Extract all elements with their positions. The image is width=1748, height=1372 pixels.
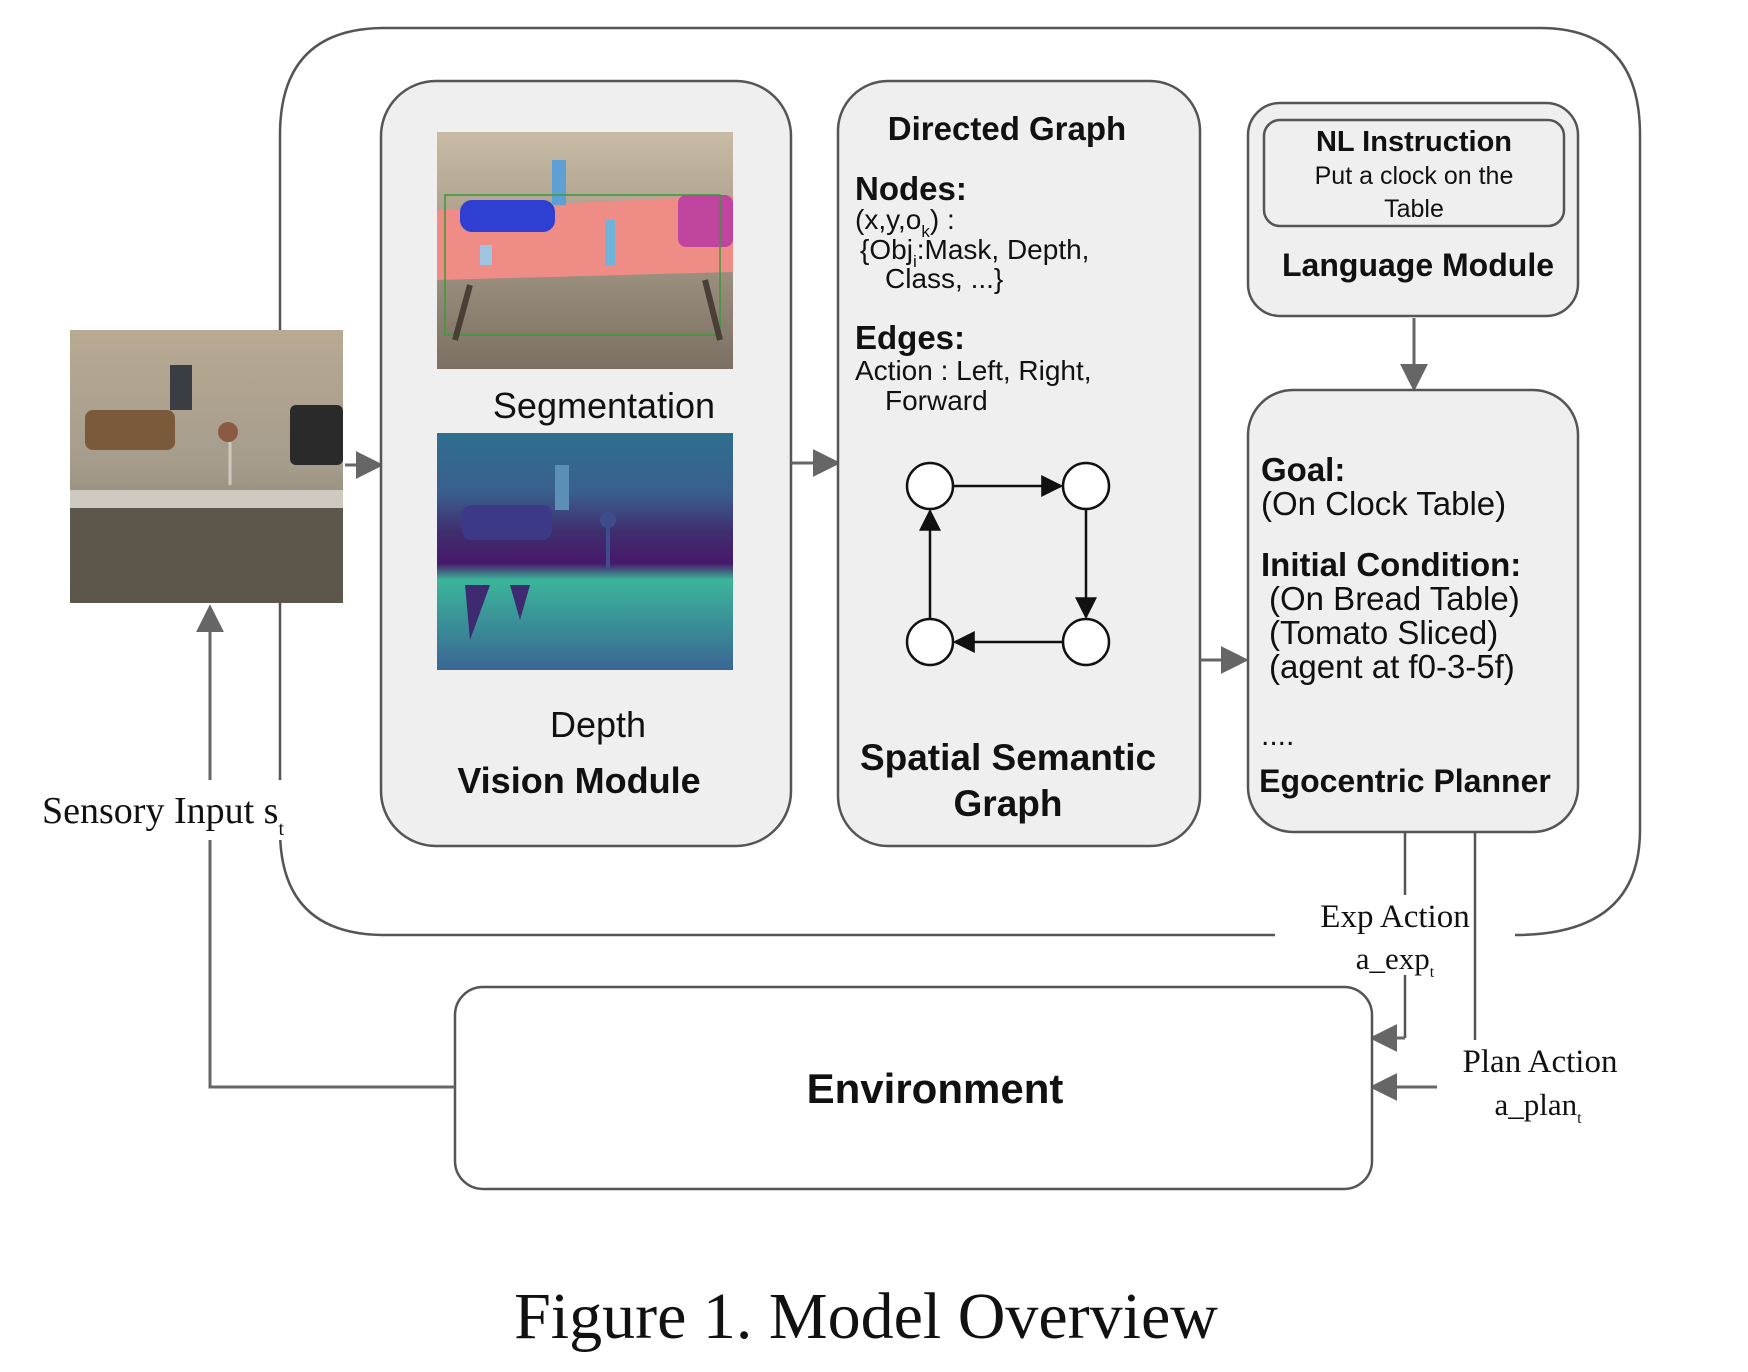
- graph-title-line-2: Graph: [954, 783, 1063, 824]
- directed-graph-drawing: [905, 461, 1111, 667]
- edges-heading: Edges:: [855, 319, 965, 356]
- nl-instruction-heading: NL Instruction: [1316, 126, 1512, 158]
- nl-instruction-box: [1262, 118, 1566, 228]
- planner-ellipsis: ....: [1261, 719, 1294, 752]
- sensory-input-label: Sensory Input st: [42, 790, 284, 840]
- initial-condition-heading: Initial Condition:: [1261, 546, 1521, 583]
- exp-action-variable: a_expt: [1356, 941, 1435, 981]
- egocentric-planner-box: [1246, 388, 1580, 834]
- vision-module-title: Vision Module: [457, 760, 700, 801]
- edges-line-1: Action : Left, Right,: [855, 355, 1092, 386]
- feedback-line: [196, 604, 455, 1089]
- plan-action-label: Plan Action: [1463, 1044, 1618, 1080]
- nl-instruction-line-1: Put a clock on the: [1315, 162, 1514, 190]
- graph-title-line-1: Spatial Semantic: [860, 737, 1156, 778]
- egocentric-planner-title: Egocentric Planner: [1259, 763, 1551, 799]
- initial-condition-item: (agent at f0-3-5f): [1269, 648, 1515, 685]
- graph-node-top-right: [1061, 461, 1111, 511]
- nodes-line-2: {Obji:Mask, Depth,: [860, 234, 1089, 271]
- nodes-heading: Nodes:: [855, 170, 967, 207]
- figure-caption: Figure 1. Model Overview: [514, 1280, 1218, 1353]
- segmentation-image: [437, 132, 733, 369]
- segmentation-label: Segmentation: [493, 385, 715, 426]
- graph-node-bottom-left: [905, 617, 955, 667]
- graph-node-bottom-right: [1061, 617, 1111, 667]
- depth-label: Depth: [550, 704, 646, 745]
- scene-photo: [70, 330, 343, 603]
- goal-heading: Goal:: [1261, 451, 1345, 488]
- nodes-line-3: Class, ...}: [885, 263, 1003, 294]
- graph-node-top-left: [905, 461, 955, 511]
- plan-action-variable: a_plant: [1494, 1087, 1582, 1127]
- exp-action-label: Exp Action: [1320, 899, 1469, 935]
- environment-title: Environment: [807, 1065, 1064, 1112]
- initial-condition-item: (Tomato Sliced): [1269, 614, 1498, 651]
- edges-line-2: Forward: [885, 385, 988, 416]
- directed-graph-header: Directed Graph: [888, 110, 1126, 147]
- initial-condition-item: (On Bread Table): [1269, 580, 1520, 617]
- nodes-line-1: (x,y,ok) :: [855, 204, 955, 241]
- nl-instruction-line-2: Table: [1384, 195, 1444, 223]
- language-module-title: Language Module: [1282, 247, 1554, 283]
- outer-container: [278, 26, 1642, 937]
- depth-map-image: [437, 433, 733, 670]
- goal-value: (On Clock Table): [1261, 485, 1506, 522]
